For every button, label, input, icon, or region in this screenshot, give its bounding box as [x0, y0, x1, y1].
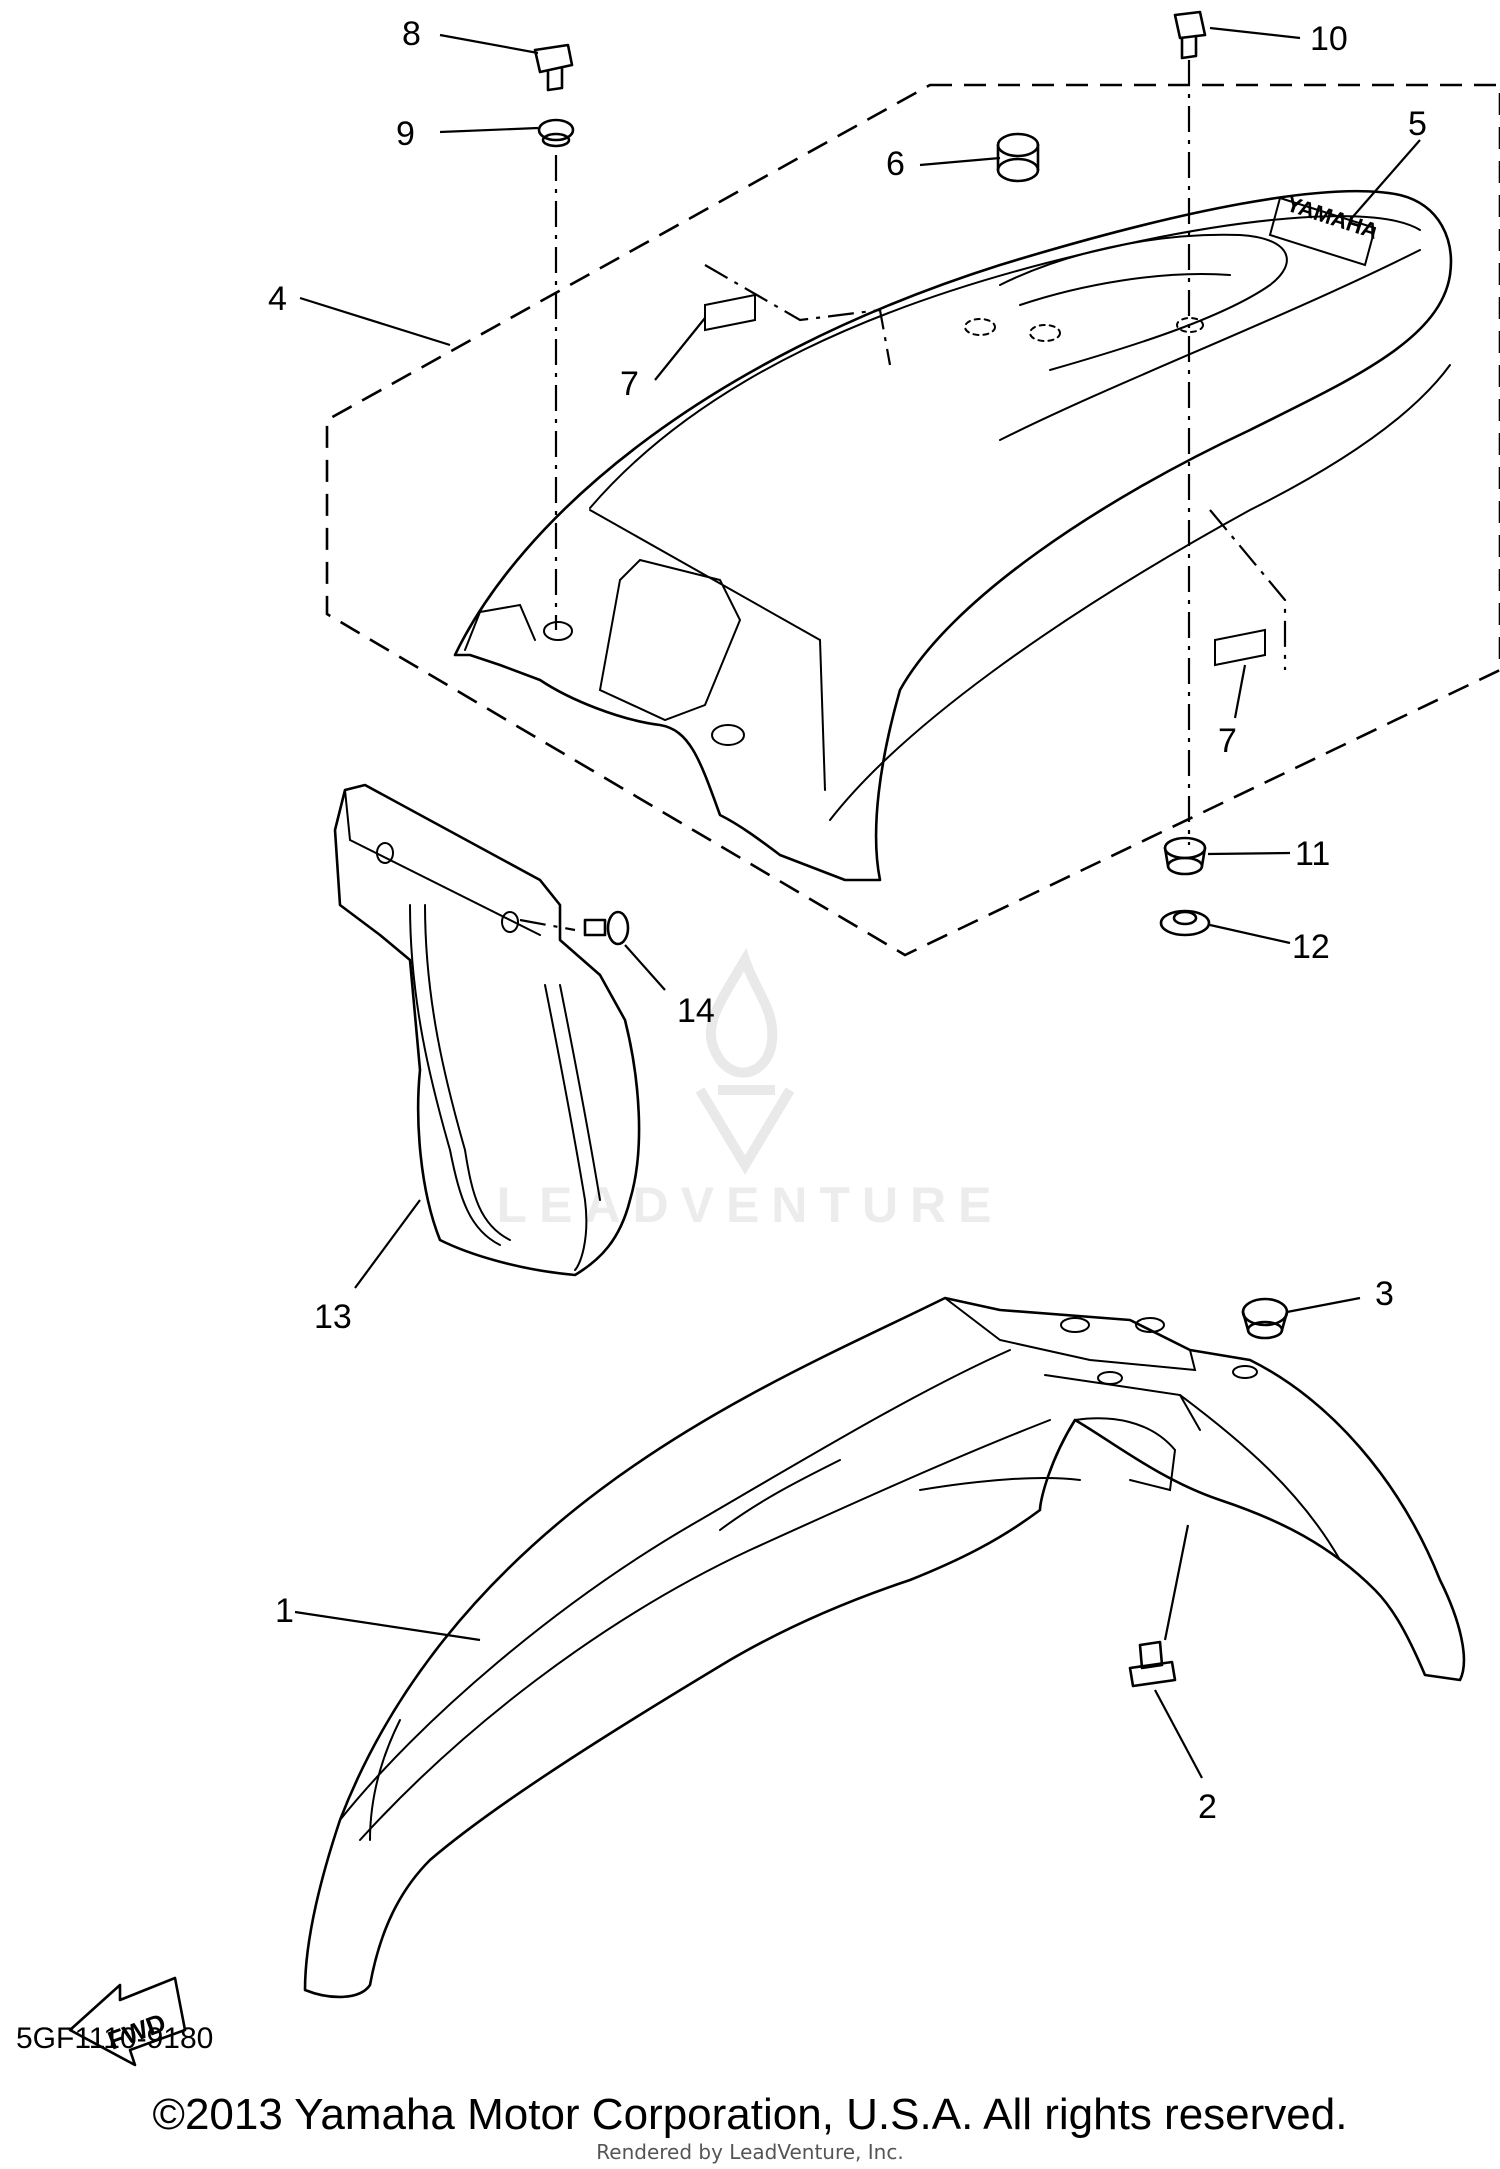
rear-fender: YAMAHA [453, 189, 1453, 882]
watermark-text: LEADVENTURE [496, 1177, 1004, 1233]
callout-2: 2 [1198, 1788, 1217, 1826]
grommet-3 [1241, 1297, 1289, 1340]
pad-lower [1209, 509, 1287, 670]
callout-12: 12 [1292, 928, 1330, 966]
callout-7-upper: 7 [620, 365, 639, 403]
screw-14 [583, 910, 630, 946]
bolt-8 [533, 43, 574, 92]
callout-10: 10 [1310, 20, 1348, 58]
axis-14 [519, 918, 576, 932]
assembly-group-outline [325, 83, 1500, 957]
leader-lines [294, 26, 1421, 1779]
callout-5: 5 [1408, 105, 1427, 143]
callout-4: 4 [268, 280, 287, 318]
pad-upper [704, 264, 892, 366]
callout-6: 6 [886, 145, 905, 183]
callout-9: 9 [396, 115, 415, 153]
rendered-by-credit: Rendered by LeadVenture, Inc. [596, 2140, 904, 2164]
callout-14: 14 [677, 992, 715, 1030]
bolt-2 [1128, 1640, 1177, 1688]
callout-11: 11 [1295, 835, 1330, 873]
copyright-notice: ©2013 Yamaha Motor Corporation, U.S.A. A… [152, 2090, 1348, 2139]
callout-1: 1 [275, 1592, 294, 1630]
callout-13: 13 [314, 1298, 352, 1336]
washer-9 [537, 118, 575, 148]
damper-6 [996, 132, 1040, 183]
callout-3: 3 [1375, 1275, 1394, 1313]
callout-7-lower: 7 [1218, 722, 1237, 760]
collar-11 [1163, 836, 1207, 876]
document-code: 5GF1110-9180 [16, 2022, 214, 2055]
mud-flap [333, 783, 641, 1277]
yamaha-emblem-text: YAMAHA [1283, 191, 1381, 244]
callout-8: 8 [402, 15, 421, 53]
front-fender [303, 1296, 1466, 1999]
bolt-10 [1173, 10, 1207, 60]
nut-12 [1159, 909, 1211, 937]
watermark-logo [695, 948, 795, 1175]
